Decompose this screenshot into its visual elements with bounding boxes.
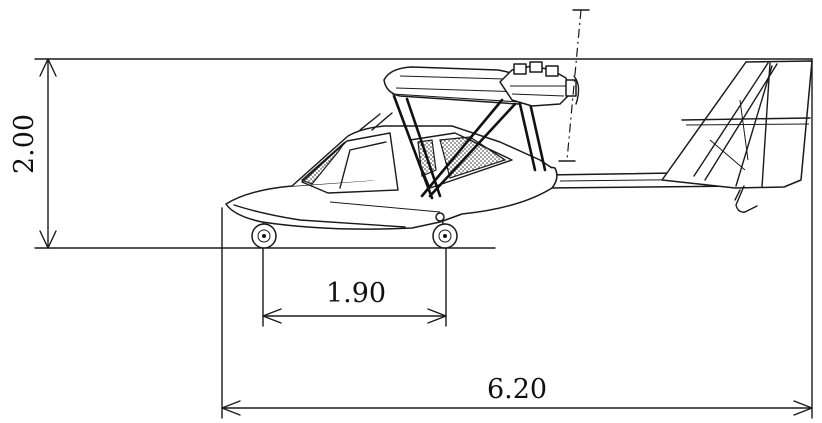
length-dimension: 6.20 <box>221 58 813 419</box>
wheelbase-label: 1.90 <box>326 278 386 309</box>
wheelbase-arrow-left <box>262 308 282 324</box>
wing-struts <box>392 94 547 200</box>
length-arrow-right <box>793 400 813 416</box>
wheelbase-dimension: 1.90 <box>262 234 447 327</box>
wheelbase-arrow-right <box>427 308 447 324</box>
cockpit-canopy <box>291 112 553 194</box>
length-arrow-left <box>221 400 241 416</box>
height-label: 2.00 <box>9 114 40 174</box>
height-arrow-top <box>39 58 57 77</box>
length-label: 6.20 <box>487 374 547 405</box>
height-arrow-bottom <box>39 230 57 249</box>
aircraft <box>225 9 813 249</box>
height-dimension: 2.00 <box>9 58 813 249</box>
propeller <box>558 9 590 162</box>
engine <box>499 61 577 107</box>
tail-fin <box>661 60 813 189</box>
nose-wheel <box>251 221 277 249</box>
tail-skid <box>734 185 758 213</box>
main-wheel <box>432 212 458 249</box>
